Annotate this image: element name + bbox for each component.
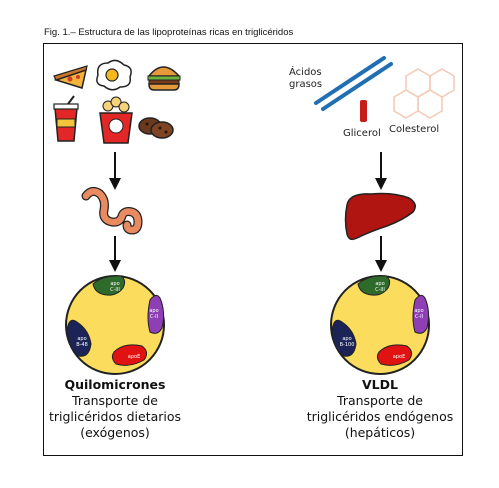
figure-frame [43, 43, 463, 456]
chylomicron-desc-line2: triglicéridos dietarios [48, 409, 182, 424]
intestine-icon [81, 186, 143, 235]
chylomicron-particle [65, 275, 165, 375]
arrow-intestine-to-chylomicron [109, 236, 121, 272]
cholesterol-label: Colesterol [389, 124, 440, 135]
chylomicron-desc-line1: Transporte de [72, 393, 158, 408]
fatty-acids-label-line2: grasos [289, 79, 323, 90]
apo-e-label-left: apoE [127, 354, 141, 360]
figure-title: Fig. 1.– Estructura de las lipoproteínas… [44, 27, 294, 38]
fatty-acids-icon [314, 56, 393, 111]
chylomicron-desc-line3: (exógenos) [80, 425, 150, 440]
apo-c3-label-left: apo C-III [110, 281, 120, 293]
vldl-desc-line1: Transporte de [337, 393, 423, 408]
pizza-icon [53, 65, 88, 89]
fatty-acids-label-line1: Ácidos [289, 67, 322, 78]
vldl-desc-line2: triglicéridos endógenos [306, 409, 454, 424]
vldl-desc-line3: (hepáticos) [344, 425, 416, 440]
cholesterol-icon [393, 68, 455, 119]
popcorn-icon [99, 96, 133, 144]
soda-cup-icon [53, 95, 79, 142]
arrow-food-to-intestine [109, 152, 121, 190]
apo-b48-label-left: apo B-48 [76, 336, 88, 348]
apo-b100-label-right: apo B-100 [339, 336, 355, 348]
vldl-particle [330, 275, 430, 375]
arrow-liver-to-vldl [375, 236, 387, 272]
chylomicron-name: Quilomicrones [64, 377, 166, 392]
glycerol-label: Glicerol [343, 128, 381, 139]
cookies-icon [138, 117, 174, 139]
arrow-molecules-to-liver [375, 152, 387, 190]
apo-c3-label-right: apo C-III [375, 281, 385, 293]
liver-icon [344, 192, 416, 241]
fatty-acids-label: Ácidos grasos [289, 67, 322, 91]
fried-egg-icon [96, 59, 132, 91]
vldl-name: VLDL [362, 377, 398, 392]
glycerol-icon [360, 100, 367, 122]
vldl-caption: VLDL Transporte de triglicéridos endógen… [305, 377, 455, 441]
burger-icon [147, 66, 181, 91]
apo-c2-label-left: apo C-II [149, 308, 159, 320]
apo-c2-label-right: apo C-II [414, 308, 424, 320]
chylomicron-caption: Quilomicrones Transporte de triglicérido… [45, 377, 185, 441]
apo-e-label-right: apoE [392, 354, 406, 360]
